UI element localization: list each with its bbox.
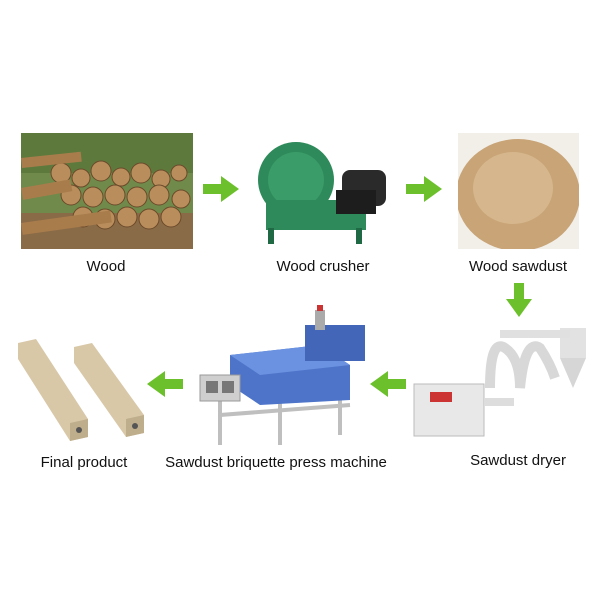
- step-label-wood: Wood: [86, 258, 126, 275]
- arrow-left-icon: [370, 371, 406, 397]
- step-label-wood-sawdust: Wood sawdust: [468, 258, 568, 275]
- arrow-down-icon: [506, 283, 532, 317]
- arrow-left-icon: [147, 371, 183, 397]
- briquette-product-image: [12, 335, 152, 443]
- sawdust-dryer-image: [410, 318, 592, 442]
- arrow-right-icon: [203, 176, 239, 202]
- step-label-final-product: Final product: [40, 454, 128, 471]
- sawdust-pile-image: [458, 133, 579, 249]
- briquette-press-image: [190, 305, 372, 447]
- step-label-wood-crusher: Wood crusher: [276, 258, 370, 275]
- wood-logs-image: [21, 133, 193, 249]
- arrow-right-icon: [406, 176, 442, 202]
- wood-crusher-image: [256, 130, 392, 246]
- step-label-briquette-press: Sawdust briquette press machine: [165, 454, 387, 471]
- step-label-sawdust-dryer: Sawdust dryer: [470, 452, 566, 469]
